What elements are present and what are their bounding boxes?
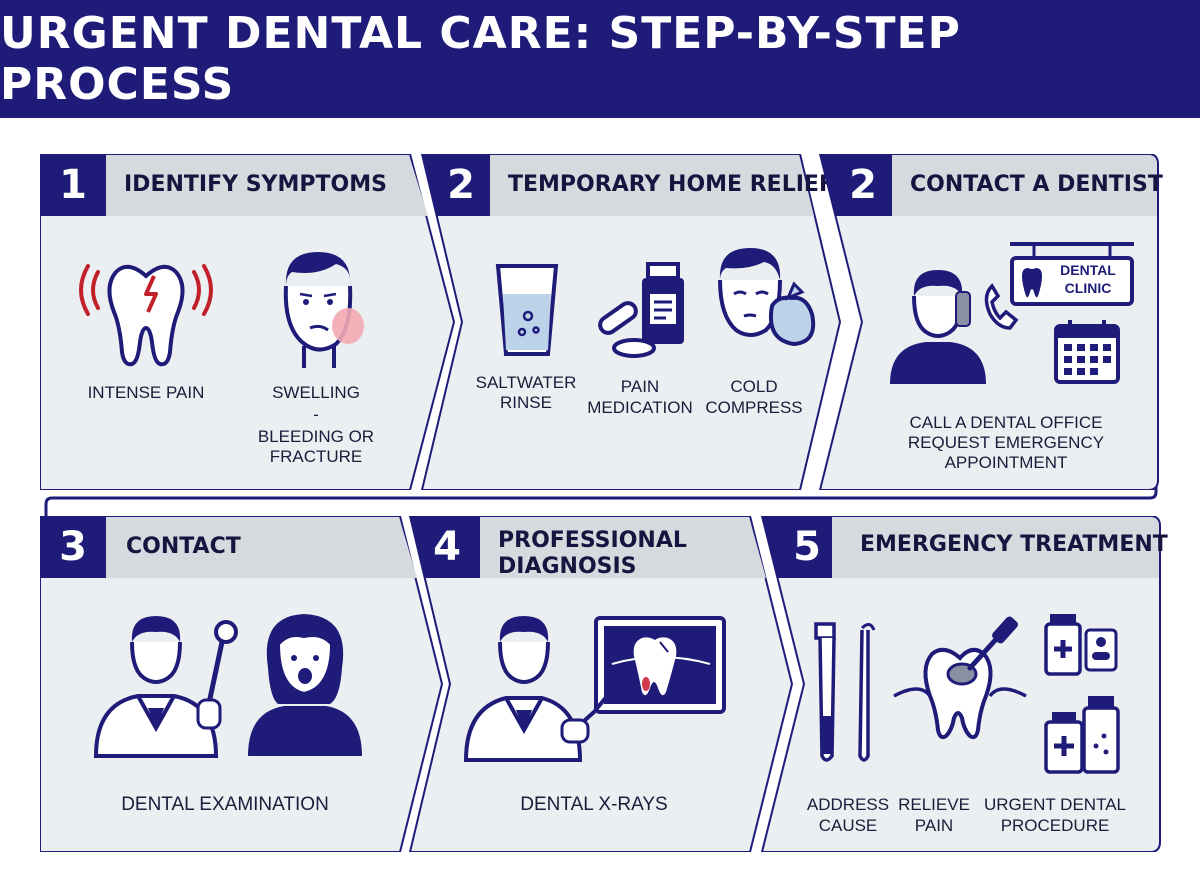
page-title: URGENT DENTAL CARE: STEP-BY-STEP PROCESS: [0, 8, 961, 110]
item-separator: -: [313, 405, 319, 424]
item-label: SWELLING: [272, 383, 360, 402]
item-label: URGENT DENTAL: [983, 795, 1126, 814]
panel-2-bg: [420, 154, 842, 490]
item-label: MEDICATION: [587, 398, 693, 417]
step-number: 5: [793, 524, 821, 570]
item-label: DENTAL EXAMINATION: [121, 794, 329, 815]
item-label: BLEEDING OR: [257, 427, 375, 446]
medicine-bottles-icon: [1044, 614, 1120, 774]
step-title: CONTACT A DENTIST: [910, 172, 1163, 197]
item-label: DENTAL X-RAYS: [520, 794, 668, 815]
step-number: 2: [447, 162, 475, 208]
item-label: ADDRESS: [806, 795, 890, 814]
dental-tools-icon: [814, 622, 876, 762]
step-panel-1: 1 IDENTIFY SYMPTOMS INTENSE PAIN SWELLIN…: [40, 154, 460, 490]
item-label: CAUSE: [818, 816, 878, 835]
step-panel-5: 4 PROFESSIONAL DIAGNOSIS DENTAL X-RAYS: [400, 516, 796, 852]
step-title: PROFESSIONAL: [498, 528, 687, 553]
header-bar: URGENT DENTAL CARE: STEP-BY-STEP PROCESS: [0, 0, 1200, 118]
step-panel-2: 2 TEMPORARY HOME RELIEF SALTWATER RINSE …: [412, 154, 842, 490]
item-label: CALL A DENTAL OFFICE: [909, 413, 1103, 432]
medication-icon: [598, 262, 684, 358]
calendar-icon: [1054, 320, 1120, 384]
item-label: FRACTURE: [269, 447, 363, 466]
step-panel-4: 3 CONTACT DENTAL EXAMINATION: [40, 516, 452, 852]
item-label: SALTWATER: [475, 373, 577, 392]
panel-1-bg: [40, 154, 456, 490]
tooth-treatment-icon: [893, 616, 1027, 740]
step-panel-6: 5 EMERGENCY TREATMENT ADDRESS CAUSE RELI…: [752, 516, 1168, 852]
dental-clinic-sign-icon: [1010, 242, 1134, 306]
item-label: PAIN: [620, 377, 660, 396]
item-label: RINSE: [500, 393, 552, 412]
item-label: RELIEVE: [898, 795, 970, 814]
water-glass-icon: [495, 264, 559, 356]
step-title: EMERGENCY TREATMENT: [860, 532, 1168, 557]
sign-text: DENTAL: [1060, 262, 1116, 278]
step-title: CONTACT: [126, 534, 241, 559]
step-title-line2: DIAGNOSIS: [498, 554, 637, 579]
tooth-pain-icon: [79, 264, 213, 367]
step-number: 4: [433, 524, 461, 570]
step-number: 2: [849, 162, 877, 208]
sign-text: CLINIC: [1064, 280, 1112, 296]
step-number: 1: [59, 162, 87, 208]
step-title: IDENTIFY SYMPTOMS: [124, 172, 387, 197]
phone-call-icon: [890, 270, 1019, 384]
xray-icon: [463, 616, 726, 762]
item-label: COMPRESS: [705, 398, 803, 417]
step-panel-3: 2 CONTACT A DENTIST DENTAL CLINIC CALL A…: [810, 154, 1163, 490]
panel-3-bg: [818, 154, 1159, 490]
item-label: COLD: [730, 377, 778, 396]
swollen-face-icon: [283, 252, 364, 368]
dentist-patient-icon: [93, 614, 362, 758]
step-number: 3: [59, 524, 87, 570]
item-label: APPOINTMENT: [944, 453, 1068, 472]
item-label: REQUEST EMERGENCY: [907, 433, 1105, 452]
item-label: PROCEDURE: [1000, 816, 1110, 835]
item-label: INTENSE PAIN: [87, 383, 205, 402]
panel-4-bg: [40, 516, 444, 852]
step-title: TEMPORARY HOME RELIEF: [508, 172, 834, 197]
item-label: PAIN: [914, 816, 954, 835]
cold-compress-icon: [718, 248, 816, 347]
